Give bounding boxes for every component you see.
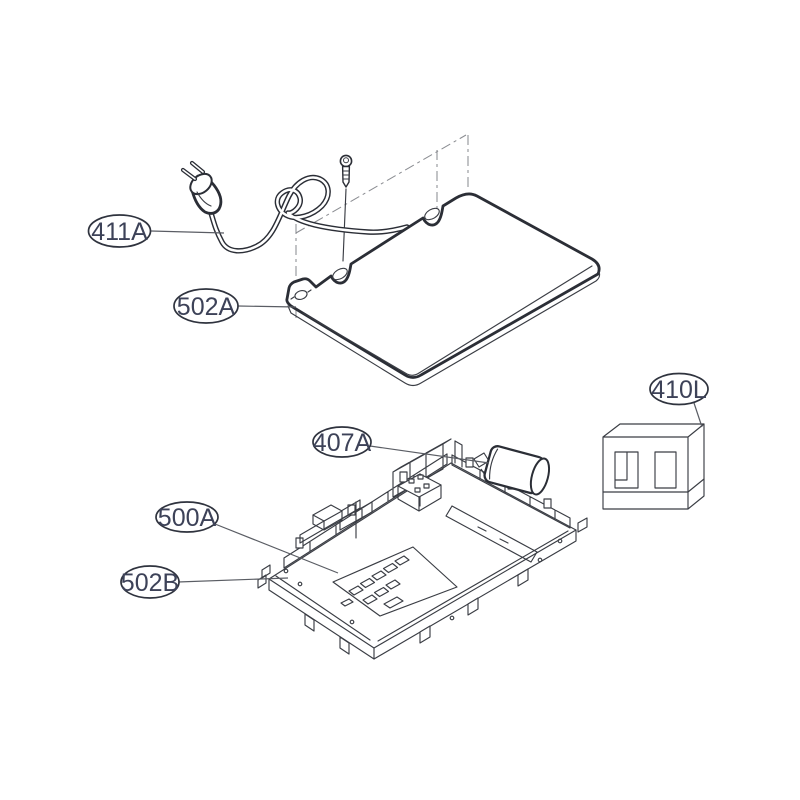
cover-thickness-lines	[287, 265, 601, 387]
screw-head-detail	[343, 157, 349, 164]
callout-ellipse	[87, 214, 152, 248]
component-box-sides	[312, 510, 343, 531]
screw-drawing	[339, 154, 353, 188]
callout-ellipse	[173, 288, 239, 324]
leader-line	[214, 523, 339, 574]
part-label: 411A	[91, 218, 148, 246]
part-callout-410L[interactable]: 410L	[649, 372, 709, 428]
callout-ellipse	[120, 565, 180, 599]
component-box-top	[312, 504, 343, 522]
part-label: 502B	[121, 569, 179, 597]
callout-ellipse	[312, 426, 372, 458]
tray-rivets	[283, 538, 563, 625]
tray-feet	[304, 568, 529, 655]
core-block-drawing	[602, 423, 705, 510]
relay-block-sides	[397, 484, 442, 512]
pcb-panel-slots	[340, 555, 410, 609]
leader-line	[177, 577, 289, 583]
core-block-faces	[602, 423, 705, 510]
part-label: 502A	[177, 293, 236, 321]
callout-ellipse	[649, 372, 709, 406]
part-label: 407A	[313, 429, 372, 457]
part-label: 500A	[158, 504, 217, 532]
construction-lines	[295, 134, 469, 318]
relay-block-pins	[408, 474, 430, 493]
core-block-details	[602, 478, 705, 493]
capacitor-end-cap	[529, 457, 551, 496]
cover-tab-hole	[294, 289, 308, 301]
part-callout-502B[interactable]: 502B	[120, 565, 289, 599]
cover-notch-hole-1	[332, 267, 348, 281]
plug-sleeve-line	[196, 191, 212, 207]
callout-ellipse	[155, 501, 219, 533]
leader-line	[693, 402, 703, 428]
part-callout-500A[interactable]: 500A	[155, 501, 339, 574]
leader-line	[150, 230, 225, 234]
power-cord-drawing	[180, 160, 410, 254]
part-callout-502A[interactable]: 502A	[173, 288, 297, 324]
screw-head	[339, 154, 353, 168]
tray-flange	[268, 529, 577, 660]
power-cable-highlight	[209, 176, 409, 252]
part-callout-411A[interactable]: 411A	[87, 214, 225, 248]
part-label: 410L	[651, 376, 707, 404]
screw-shaft	[341, 165, 351, 188]
leader-line	[369, 445, 490, 464]
part-callout-407A[interactable]: 407A	[312, 426, 490, 464]
cover-tab-hole-ticks	[290, 289, 312, 300]
cover-outline	[285, 192, 601, 379]
capacitor-seam	[488, 448, 499, 480]
cover-notch-hole-2	[424, 207, 440, 221]
plug-prongs-highlight	[182, 162, 204, 180]
tray-interior-structures	[299, 440, 538, 563]
leader-line	[237, 305, 297, 308]
screw-threads	[343, 170, 350, 180]
core-block-cutouts	[614, 451, 677, 489]
screw-guideline	[342, 188, 347, 262]
top-cover-drawing	[285, 192, 601, 387]
capacitor-drawing	[473, 445, 551, 496]
base-tray-drawing	[257, 438, 588, 660]
